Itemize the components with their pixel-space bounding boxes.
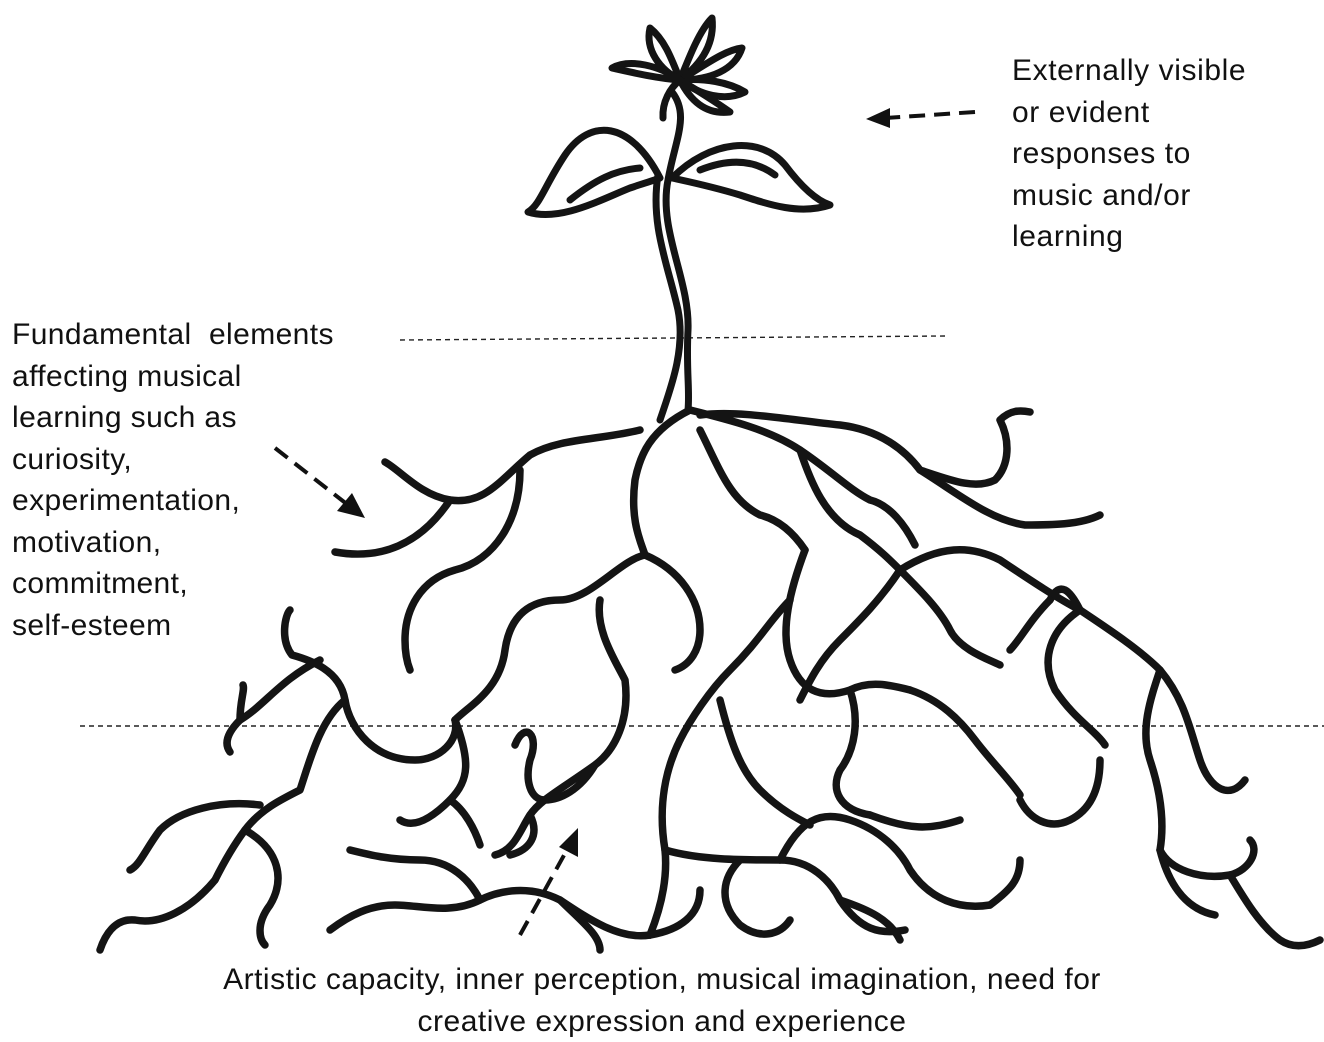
artistic-capacity-label: Artistic capacity, inner perception, mus… <box>0 959 1324 1042</box>
label-line: Fundamental elements <box>12 314 334 356</box>
label-line: curiosity, <box>12 439 334 481</box>
right-leaf-icon <box>672 146 830 210</box>
label-line: motivation, <box>12 522 334 564</box>
label-line: creative expression and experience <box>0 1001 1324 1042</box>
stem-icon <box>656 92 689 420</box>
fundamental-elements-label: Fundamental elements affecting musical l… <box>12 314 334 646</box>
left-leaf-icon <box>528 130 660 214</box>
label-line: experimentation, <box>12 480 334 522</box>
label-line: music and/or <box>1012 175 1246 217</box>
arrow-left-icon <box>866 108 975 128</box>
label-line: Externally visible <box>1012 50 1246 92</box>
label-line: or evident <box>1012 92 1246 134</box>
label-line: learning <box>1012 216 1246 258</box>
visible-responses-label: Externally visible or evident responses … <box>1012 50 1246 258</box>
label-line: responses to <box>1012 133 1246 175</box>
label-line: self-esteem <box>12 605 334 647</box>
label-line: commitment, <box>12 563 334 605</box>
label-line: learning such as <box>12 397 334 439</box>
label-line: Artistic capacity, inner perception, mus… <box>0 959 1324 1001</box>
label-line: affecting musical <box>12 356 334 398</box>
soil-line-upper <box>400 336 945 340</box>
